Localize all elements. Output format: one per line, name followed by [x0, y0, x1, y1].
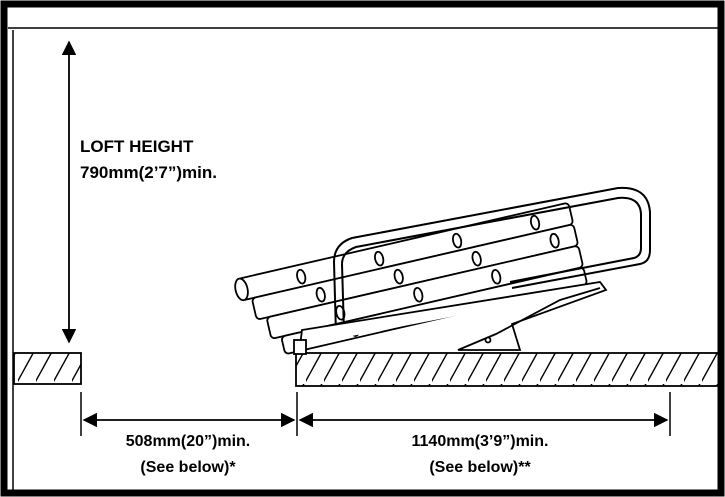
loft-height-title: LOFT HEIGHT: [80, 137, 194, 156]
loft-height-value: 790mm(2’7”)min.: [80, 163, 217, 182]
ladder-dimension-value: 1140mm(3’9”)min.: [412, 433, 549, 450]
ladder-dimension-note: (See below)**: [429, 459, 531, 476]
floor-left: [13, 352, 82, 385]
folded-ladder: [234, 186, 651, 355]
gap-dimension-note: (See below)*: [140, 459, 236, 476]
floor-right: [295, 352, 722, 387]
gap-dimension-value: 508mm(20”)min.: [126, 433, 251, 450]
